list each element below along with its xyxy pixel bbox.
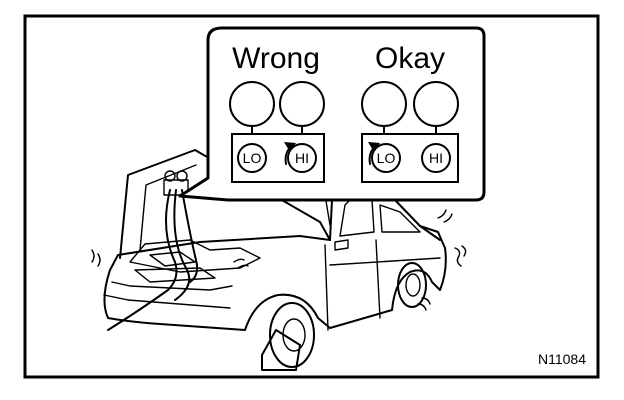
panel-wrong: Wrong LO HI: [229, 42, 325, 183]
front-wheel-hub: [282, 318, 306, 352]
manifold-block: [231, 133, 325, 183]
rear-wheel: [397, 262, 427, 308]
front-wheel: [269, 302, 315, 368]
exhaust-puff: [454, 245, 467, 267]
car-illustration: [91, 149, 467, 371]
door-line-rear: [375, 239, 381, 319]
valve-lo-label: LO: [377, 150, 396, 166]
manifold-knob-right: [176, 170, 188, 182]
engine-part: [149, 251, 196, 267]
door-line-front: [324, 244, 329, 331]
vibration-marks-front: [91, 249, 101, 267]
panel-title: Okay: [375, 42, 445, 75]
rear-window: [379, 204, 421, 233]
headlight: [134, 267, 216, 283]
hose-1: [107, 189, 178, 331]
valve-lo-label: LO: [243, 150, 262, 166]
valve-lo: [371, 143, 401, 173]
figure-reference-code: N11084: [538, 351, 586, 367]
panel-title: Wrong: [232, 42, 320, 75]
car-hood-line: [109, 235, 331, 271]
hose-2: [173, 189, 191, 301]
valve-hi-label: HI: [429, 150, 443, 166]
vibration-marks-roof: [437, 209, 453, 223]
open-hood: [119, 149, 331, 259]
valve-lo: [237, 143, 267, 173]
valve-hi: [421, 143, 451, 173]
rear-wheel-hub: [405, 273, 421, 297]
valve-hi-label: HI: [295, 150, 309, 166]
manifold-block: [361, 133, 459, 183]
hose-3: [181, 189, 199, 283]
panel-okay: Okay LO HI: [361, 42, 459, 183]
engine-bay: [129, 239, 261, 273]
rotation-arrow-icon: [284, 142, 296, 152]
manifold-knob-left: [164, 170, 176, 182]
side-mirror: [334, 239, 349, 251]
car-body-lower: [103, 225, 447, 331]
rotation-arrow-icon: [368, 142, 380, 152]
bumper-line: [103, 294, 231, 309]
wheel-chock: [261, 329, 301, 371]
vibration-marks-engine: [233, 258, 249, 269]
vibration-marks-rear: [417, 297, 431, 311]
side-trim: [329, 257, 441, 266]
valve-hi: [287, 143, 317, 173]
